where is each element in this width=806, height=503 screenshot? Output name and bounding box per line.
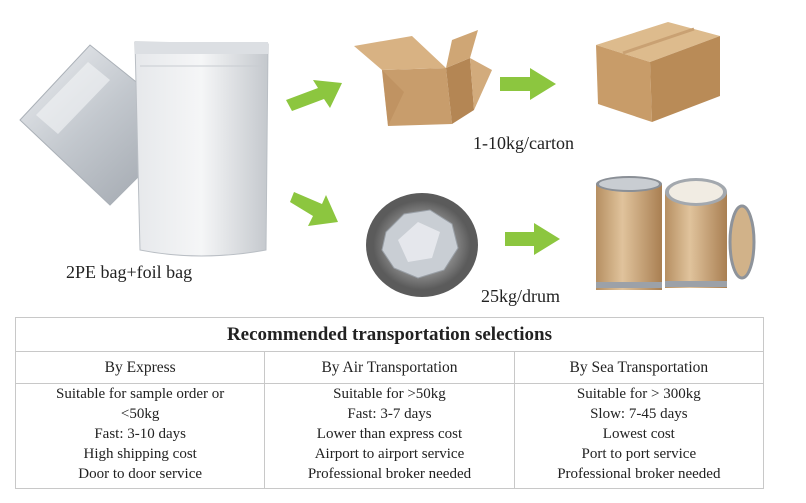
detail-line: Fast: 3-7 days — [347, 406, 432, 422]
transportation-table: Recommended transportation selections By… — [14, 317, 765, 489]
bag-caption: 2PE bag+foil bag — [66, 262, 192, 282]
column-header-air: By Air Transportation — [264, 351, 515, 384]
open-carton-icon — [354, 30, 492, 126]
detail-line: Airport to airport service — [314, 446, 465, 462]
detail-line: Door to door service — [78, 466, 203, 482]
column-header-sea: By Sea Transportation — [513, 351, 765, 384]
arrow-icon-drum — [505, 223, 560, 255]
detail-line: High shipping cost — [83, 446, 197, 462]
detail-line: Professional broker needed — [557, 466, 721, 482]
detail-line: Lowest cost — [602, 426, 675, 442]
closed-carton-icon — [596, 22, 720, 122]
detail-line: Lower than express cost — [316, 426, 463, 442]
table-title: Recommended transportation selections — [15, 317, 764, 352]
column-header-express: By Express — [14, 351, 266, 384]
arrow-icon-carton — [500, 68, 556, 100]
detail-line: Suitable for sample order or — [56, 386, 225, 402]
arrow-icon-lower — [290, 192, 338, 226]
detail-line: Slow: 7-45 days — [590, 406, 688, 422]
detail-line: Professional broker needed — [307, 466, 472, 482]
arrow-icon-upper — [286, 80, 342, 111]
air-details: Suitable for >50kg Fast: 3-7 days Lower … — [264, 383, 515, 489]
detail-line: Suitable for > 300kg — [576, 386, 701, 402]
express-details: Suitable for sample order or <50kg Fast:… — [14, 383, 266, 489]
sea-details: Suitable for > 300kg Slow: 7-45 days Low… — [513, 383, 765, 489]
detail-line: <50kg — [120, 406, 160, 422]
foil-bag-icon — [19, 41, 269, 257]
drum-caption: 25kg/drum — [481, 286, 560, 306]
packaging-illustration: 2PE bag+foil bag 1-10kg/carton 25kg/drum — [19, 22, 756, 306]
carton-caption: 1-10kg/carton — [473, 133, 574, 153]
detail-line: Port to port service — [581, 446, 697, 462]
fiber-drum-icon — [596, 176, 756, 290]
detail-line: Suitable for >50kg — [333, 386, 446, 402]
detail-line: Fast: 3-10 days — [94, 426, 186, 442]
drum-with-foil-icon — [366, 193, 478, 297]
